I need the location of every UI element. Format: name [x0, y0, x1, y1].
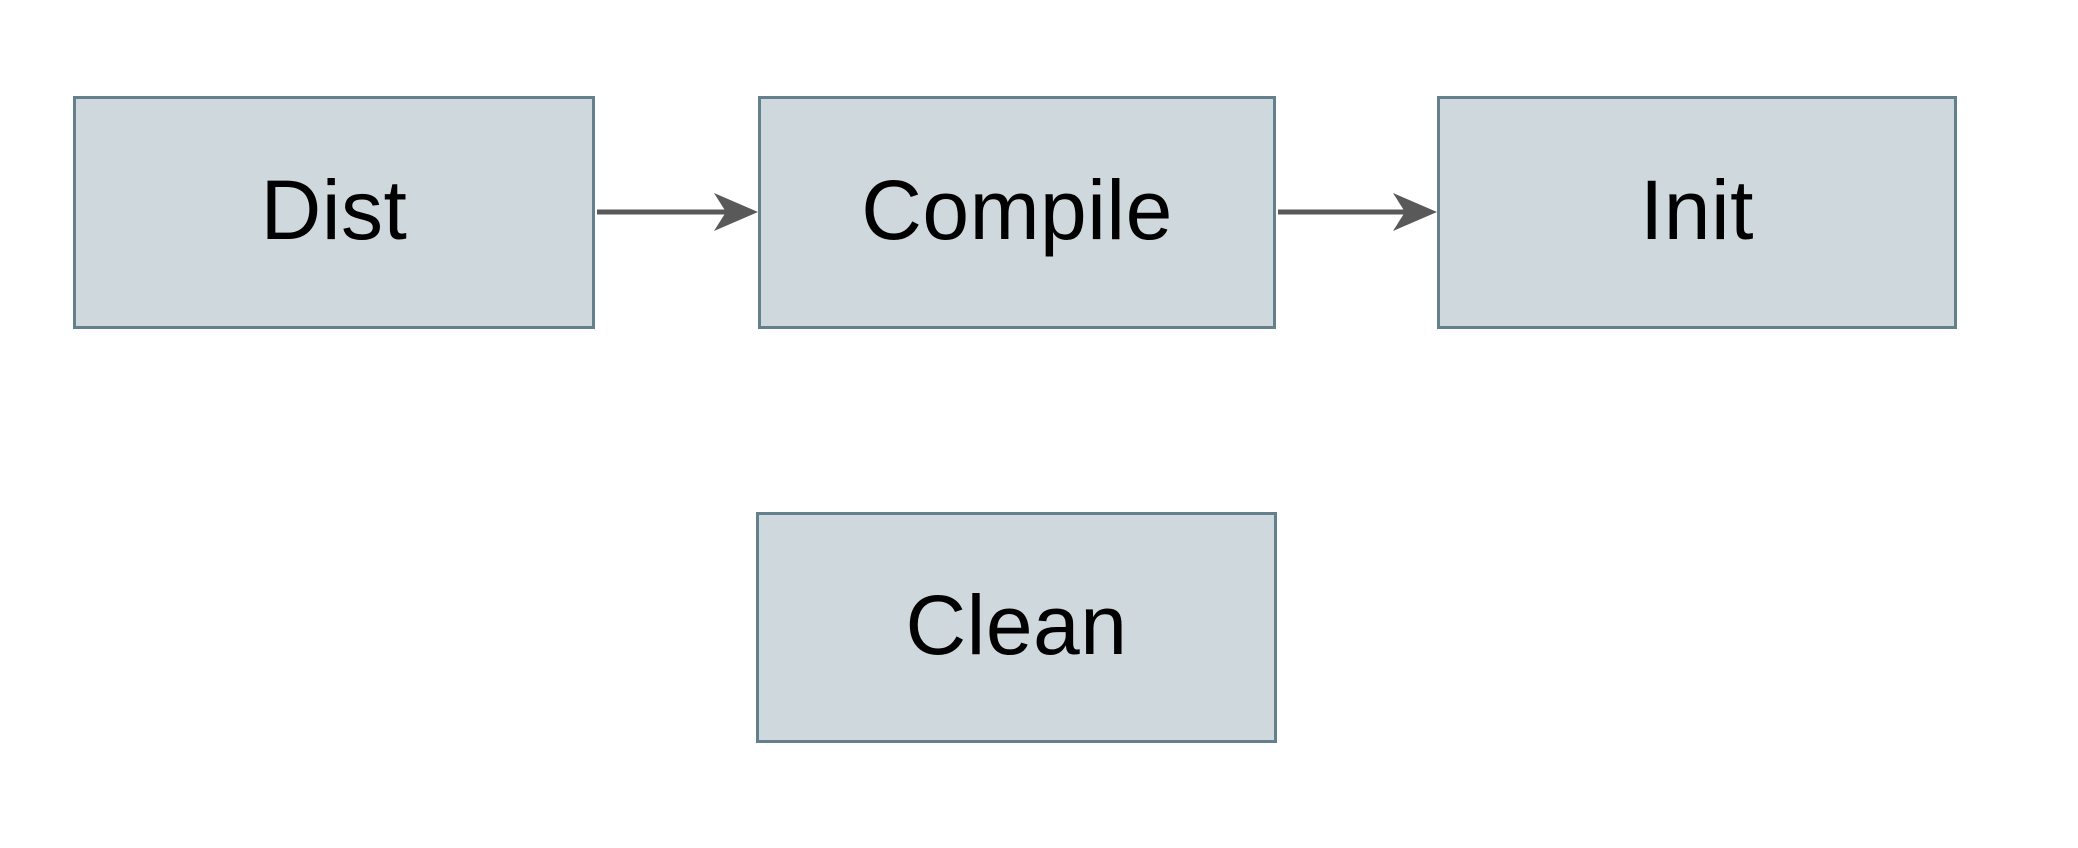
node-compile[interactable]: Compile: [758, 96, 1276, 329]
edge-dist-to-compile-arrow: [597, 193, 758, 231]
node-clean-label: Clean: [905, 577, 1128, 672]
node-init-label: Init: [1639, 162, 1755, 257]
node-init[interactable]: Init: [1437, 96, 1957, 329]
edge-compile-to-init-arrow: [1278, 193, 1437, 231]
node-clean[interactable]: Clean: [756, 512, 1277, 743]
node-compile-label: Compile: [861, 162, 1173, 257]
node-dist-label: Dist: [260, 162, 408, 257]
node-dist[interactable]: Dist: [73, 96, 595, 329]
